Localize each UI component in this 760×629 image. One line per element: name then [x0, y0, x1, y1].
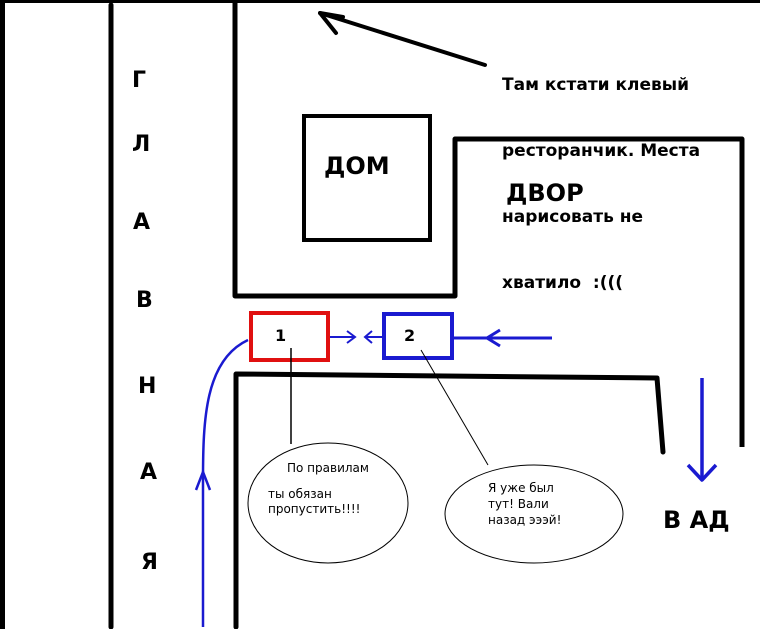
bubble1-outline [247, 442, 409, 564]
bubble1-line: По правилам [287, 461, 369, 475]
note-line: Там кстати клевый [502, 75, 690, 95]
restaurant-arrow [318, 11, 487, 67]
to-hell-label: В АД [663, 506, 730, 534]
bubble2-outline [444, 464, 624, 564]
car1-path-arrowhead [194, 468, 212, 491]
yard-label: ДВОР [506, 179, 584, 207]
street-letter: Г [132, 68, 147, 93]
restaurant-arrowhead [318, 11, 345, 35]
car2-number: 2 [404, 326, 416, 345]
note-line: хватило :((( [502, 273, 624, 293]
car2-forward-arrowhead [363, 330, 373, 344]
bubble2-line: тут! Вали [488, 497, 549, 511]
top-border [0, 0, 760, 3]
bubble2-pointer [420, 349, 489, 466]
street-letter: Я [141, 550, 158, 575]
to-hell-arrowhead [686, 463, 718, 482]
block-upper-wall [232, 3, 745, 447]
car1-path [201, 338, 249, 627]
car2-path-arrowhead [484, 328, 501, 348]
car1-box [249, 311, 330, 362]
car1-number: 1 [275, 326, 287, 345]
restaurant-note: Там кстати клевый ресторанчик. Места нар… [502, 30, 700, 338]
street-letter: А [133, 210, 151, 235]
bubble1-line: ты обязан [268, 487, 332, 501]
car1-forward-arrowhead [346, 330, 357, 344]
street-letter: А [140, 460, 158, 485]
bubble2-line: назад эээй! [488, 513, 562, 527]
bubble2-line: Я уже был [488, 481, 554, 495]
note-line: нарисовать не [502, 207, 644, 227]
house-label: ДОМ [324, 152, 390, 180]
street-letter: Л [132, 132, 151, 157]
street-letter: Н [138, 374, 157, 399]
block-lower-wall [233, 371, 666, 629]
note-line: ресторанчик. Места [502, 141, 701, 161]
house-box [302, 114, 432, 242]
left-border [0, 0, 5, 629]
car2-box [382, 312, 454, 360]
street-letter: В [136, 288, 153, 313]
bubble1-line: пропустить!!!! [268, 502, 361, 516]
